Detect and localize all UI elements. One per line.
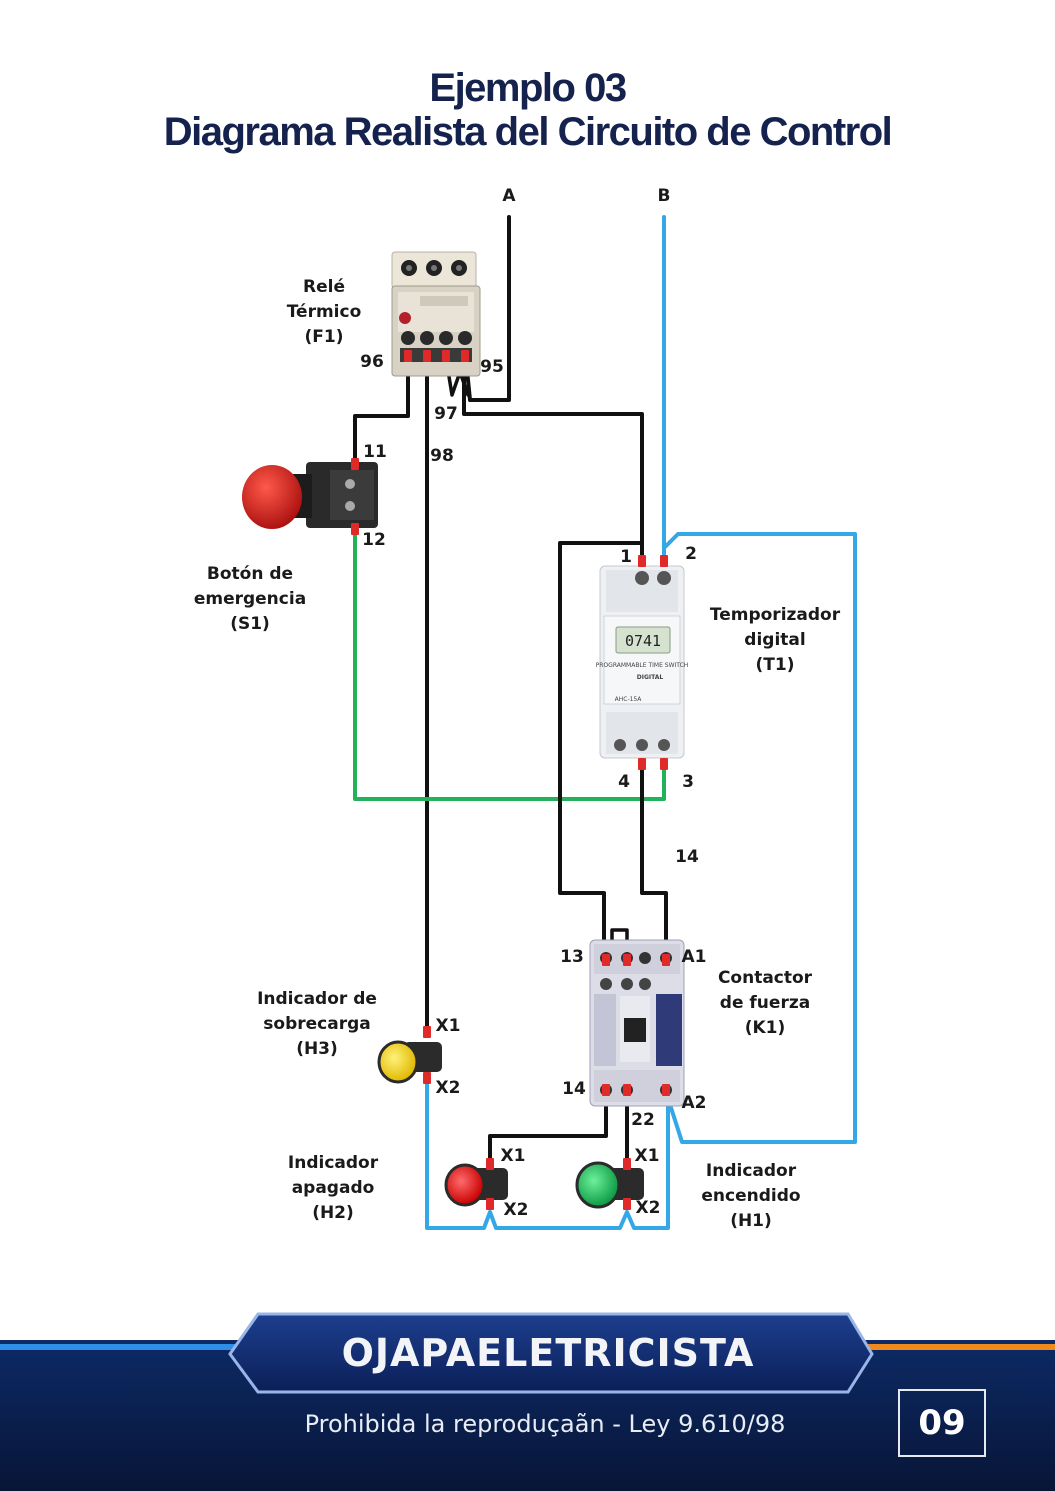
thermal-relay [391,251,481,377]
terminal-timer-3: 3 [682,772,694,792]
terminal-12: 12 [362,530,386,550]
terminal-contactor-a2: A2 [682,1093,707,1113]
supply-label-a: A [502,186,516,206]
caption-relay: Relé Térmico (F1) [287,277,362,347]
terminal-96: 96 [360,352,384,372]
supply-label-b: B [658,186,671,206]
terminal-h1-x2: X2 [636,1198,661,1218]
svg-text:(H2): (H2) [312,1203,354,1223]
svg-text:apagado: apagado [292,1178,375,1198]
svg-text:encendido: encendido [701,1186,800,1206]
svg-text:Temporizador: Temporizador [710,605,841,625]
timer-panel-text: PROGRAMMABLE TIME SWITCH [596,662,689,669]
wire-t2-to-a2 [662,532,857,1144]
terminal-h3-x2: X2 [436,1078,461,1098]
timer-display: 0741 [625,632,661,650]
svg-text:(H1): (H1) [730,1211,772,1231]
wire-label-14: 14 [675,847,699,867]
svg-text:(S1): (S1) [230,614,270,634]
terminal-contactor-a1: A1 [682,947,707,967]
terminal-11: 11 [363,442,387,462]
svg-text:Indicador de: Indicador de [257,989,377,1009]
svg-text:Contactor: Contactor [718,968,813,988]
svg-text:Relé: Relé [303,277,345,297]
wire-t1-to-13 [558,541,644,960]
svg-text:digital: digital [744,630,805,650]
terminal-markers [351,350,670,1210]
terminal-contactor-14: 14 [562,1079,586,1099]
brand-name: OJAPAELETRICISTA [341,1331,755,1375]
indicator-h1 [575,1161,644,1209]
wire-a-to-95 [464,215,511,402]
svg-text:Indicador: Indicador [288,1153,379,1173]
timer-panel-digital: DIGITAL [637,674,664,681]
terminal-95: 95 [480,357,504,377]
caption-button: Botón de emergencia (S1) [194,564,306,634]
terminal-contactor-13: 13 [560,947,584,967]
svg-text:de fuerza: de fuerza [720,993,810,1013]
digital-timer: 0741 PROGRAMMABLE TIME SWITCH DIGITAL AH… [596,565,689,759]
emergency-button [242,462,378,529]
caption-contactor: Contactor de fuerza (K1) [718,968,813,1038]
svg-text:(K1): (K1) [745,1018,786,1038]
wire-neutral-bus [425,1080,670,1230]
caption-timer: Temporizador digital (T1) [710,605,841,675]
terminal-h1-x1: X1 [635,1146,660,1166]
svg-text:emergencia: emergencia [194,589,306,609]
svg-text:(F1): (F1) [305,327,344,347]
terminal-98: 98 [430,446,454,466]
svg-text:Térmico: Térmico [287,302,362,322]
terminal-h2-x1: X1 [501,1146,526,1166]
terminal-h3-x1: X1 [436,1016,461,1036]
page-number: 09 [898,1389,986,1457]
svg-text:Indicador: Indicador [706,1161,797,1181]
caption-h3: Indicador de sobrecarga (H3) [257,989,377,1059]
wire-12-to-t3 [353,528,666,801]
indicator-h3 [377,1040,442,1084]
svg-text:(H3): (H3) [296,1039,338,1059]
terminal-97: 97 [434,404,458,424]
terminal-h2-x2: X2 [504,1200,529,1220]
svg-text:sobrecarga: sobrecarga [263,1014,370,1034]
wire-t4-to-a1 [640,766,668,960]
terminal-timer-2: 2 [685,544,697,564]
page-subtitle: Diagrama Realista del Circuito de Contro… [163,110,893,154]
terminal-timer-4: 4 [618,772,630,792]
svg-text:(T1): (T1) [756,655,795,675]
caption-h2: Indicador apagado (H2) [288,1153,379,1223]
timer-model: AHC-15A [615,696,643,703]
terminal-contactor-22: 22 [631,1110,655,1130]
footer-banner [0,1312,1055,1491]
wire-96-to-11 [353,356,410,464]
svg-text:Botón de: Botón de [207,564,293,584]
wires [353,215,857,1230]
caption-h1: Indicador encendido (H1) [701,1161,800,1231]
terminal-timer-1: 1 [620,547,632,567]
copyright-note: Prohibida la reproduçaãn - Ley 9.610/98 [304,1410,786,1438]
wire-14-to-h2 [488,1090,608,1164]
indicator-h2 [444,1163,508,1207]
page-title: Ejemplo 03 [429,66,627,110]
wire-97-to-t1 [462,356,644,562]
